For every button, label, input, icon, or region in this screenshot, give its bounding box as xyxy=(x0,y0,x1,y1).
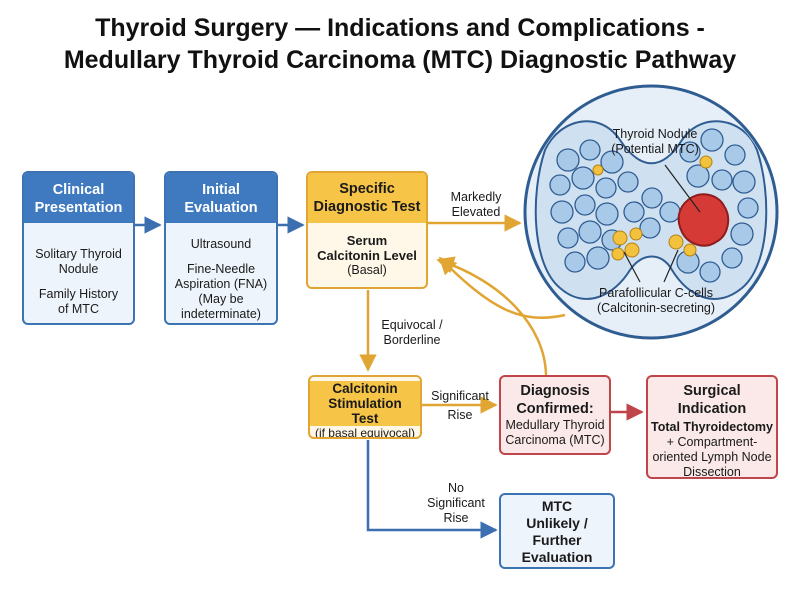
fna-text: Fine-Needle Aspiration (FNA) (May be ind… xyxy=(174,262,268,321)
significant-rise-label: Significant Rise xyxy=(431,389,489,422)
calcitonin-stimulation-test-box: Calcitonin Stimulation Test (if basal eq… xyxy=(308,375,422,439)
ultrasound-text: Ultrasound xyxy=(190,237,252,251)
c-cells xyxy=(592,155,713,261)
parafollicular-ccells-label: Parafollicular C-cells (Calcitonin-secre… xyxy=(596,286,716,315)
clinical-presentation-box: Clinical Presentation Solitary Thyroid N… xyxy=(22,171,135,325)
no-significant-rise-label: No Significant Rise xyxy=(427,481,485,525)
follicle-cells xyxy=(549,128,759,283)
lymph-node-dissection-text: + Compartment- oriented Lymph Node Disse… xyxy=(652,435,772,479)
family-history-text: Family History of MTC xyxy=(38,287,119,316)
title-line-1: Thyroid Surgery — Indications and Compli… xyxy=(95,14,705,42)
diagnosis-header: Diagnosis Confirmed: xyxy=(516,383,594,417)
clinical-presentation-header: Clinical Presentation xyxy=(24,173,133,223)
diagnosis-confirmed-box: Diagnosis Confirmed: Medullary Thyroid C… xyxy=(499,375,611,455)
thyroid-nodule-label: Thyroid Nodule (Potential MTC) xyxy=(611,127,699,156)
basal-text: (Basal) xyxy=(347,263,387,277)
specific-diagnostic-header: Specific Diagnostic Test xyxy=(308,173,426,223)
total-thyroidectomy-text: Total Thyroidectomy xyxy=(650,420,773,434)
illustration-callouts xyxy=(623,164,701,283)
arrow-no-significant-rise xyxy=(366,440,498,539)
specific-diagnostic-test-box: Specific Diagnostic Test Serum Calcitoni… xyxy=(306,171,428,289)
title-line-2: Medullary Thyroid Carcinoma (MTC) Diagno… xyxy=(63,46,737,74)
mtc-unlikely-text: MTC Unlikely / Further Evaluation xyxy=(521,498,593,565)
initial-evaluation-header: Initial Evaluation xyxy=(166,173,276,223)
equivocal-borderline-label: Equivocal / Borderline xyxy=(381,318,443,347)
serum-calcitonin-text: Serum Calcitonin Level xyxy=(317,233,417,263)
mtc-diagnosis-text: Medullary Thyroid Carcinoma (MTC) xyxy=(505,418,605,447)
if-basal-equivocal-text: (if basal equivocal) xyxy=(314,426,416,439)
solitary-nodule-text: Solitary Thyroid Nodule xyxy=(35,247,122,276)
thyroid-tissue xyxy=(534,120,768,300)
initial-evaluation-box: Initial Evaluation Ultrasound Fine-Needl… xyxy=(164,171,278,325)
diagram-title: Thyroid Surgery — Indications and Compli… xyxy=(0,12,800,76)
markedly-elevated-label: Markedly Elevated xyxy=(450,190,502,219)
thyroid-illustration xyxy=(523,84,779,340)
arrow-diagnosis-feedback xyxy=(436,256,548,376)
surgical-header: Surgical Indication xyxy=(677,383,747,417)
arrow-illustration-feedback xyxy=(438,256,566,319)
tumor-nodule xyxy=(677,193,730,247)
surgical-indication-box: Surgical Indication Total Thyroidectomy … xyxy=(646,375,778,479)
stimulation-header: Calcitonin Stimulation Test xyxy=(310,381,420,426)
mtc-unlikely-box: MTC Unlikely / Further Evaluation xyxy=(499,493,615,569)
